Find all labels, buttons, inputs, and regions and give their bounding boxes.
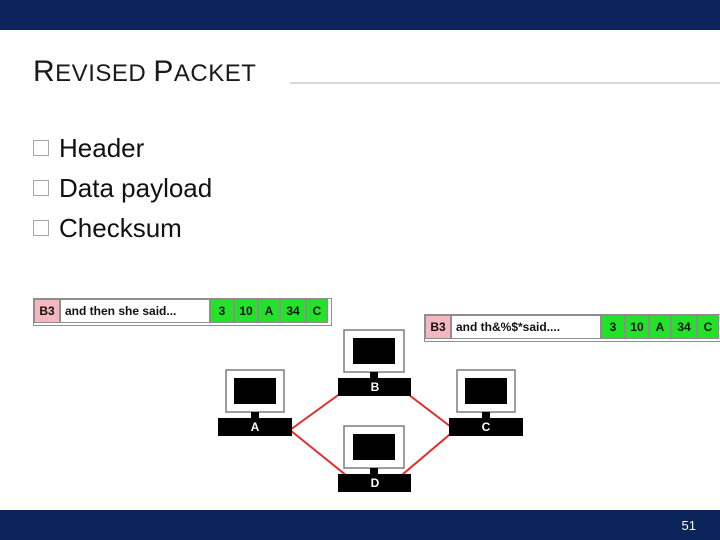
packet-field: A <box>258 299 280 323</box>
checkbox-bullet-icon <box>33 180 49 196</box>
packet-field: 34 <box>280 299 306 323</box>
packet-field: 10 <box>625 315 649 339</box>
node-label: A <box>251 420 260 434</box>
packet-original: B3 and then she said... 3 10 A 34 C <box>33 298 332 326</box>
packet-id: B3 <box>34 299 60 323</box>
packet-field: 34 <box>671 315 697 339</box>
link-a-d <box>289 429 353 481</box>
packet-payload: and then she said... <box>60 299 210 323</box>
bullet-item: Checksum <box>33 208 212 248</box>
packet-corrupted: B3 and th&%$*said.... 3 10 A 34 C <box>424 314 720 342</box>
bottom-bar: 51 <box>0 510 720 540</box>
computer-c-icon: C <box>449 369 523 436</box>
packet-field: C <box>697 315 719 339</box>
node-label: D <box>371 476 380 490</box>
packet-field: C <box>306 299 328 323</box>
packet-field: 10 <box>234 299 258 323</box>
computer-b-icon: B <box>338 329 411 396</box>
bullet-item: Data payload <box>33 168 212 208</box>
packet-field: 3 <box>601 315 625 339</box>
bullet-item: Header <box>33 128 212 168</box>
bullet-list: Header Data payload Checksum <box>33 128 212 248</box>
node-label: C <box>482 420 491 434</box>
packet-field: 3 <box>210 299 234 323</box>
slide-title: REVISED PACKET <box>33 55 257 88</box>
top-bar <box>0 0 720 30</box>
page-number: 51 <box>681 518 696 533</box>
link-d-c <box>395 429 456 481</box>
packet-field: A <box>649 315 671 339</box>
node-label: B <box>371 380 380 394</box>
checkbox-bullet-icon <box>33 220 49 236</box>
packet-payload: and th&%$*said.... <box>451 315 601 339</box>
computer-a-icon: A <box>218 369 292 436</box>
title-rule <box>290 82 720 84</box>
computer-d-icon: D <box>338 425 411 492</box>
packet-id: B3 <box>425 315 451 339</box>
checkbox-bullet-icon <box>33 140 49 156</box>
